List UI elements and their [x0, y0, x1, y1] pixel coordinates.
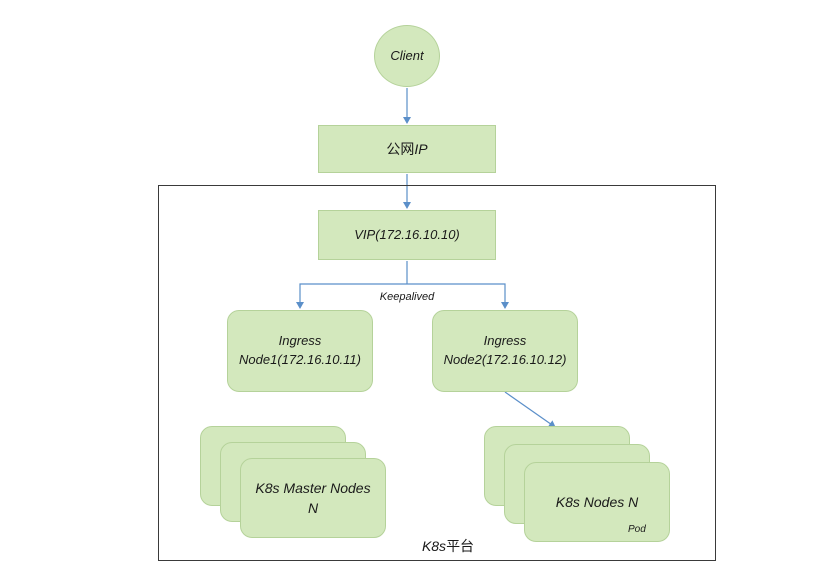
- ingress-node-2-line1: Ingress: [483, 333, 527, 349]
- client-label: Client: [390, 47, 424, 63]
- public-ip-label-suffix: IP: [414, 140, 428, 157]
- worker-nodes-stack-front: K8s Nodes N: [524, 462, 670, 542]
- worker-nodes-line1: K8s Nodes N: [555, 493, 639, 510]
- master-nodes-line1: K8s Master Nodes: [255, 479, 371, 496]
- ingress-node-1: Ingress Node1(172.16.10.11): [227, 310, 373, 392]
- client-node: Client: [374, 25, 440, 87]
- ingress-node-1-line2: Node1(172.16.10.11): [239, 352, 361, 367]
- public-ip-label-cjk: 公网: [386, 140, 415, 157]
- k8s-platform-frame: [158, 185, 716, 561]
- arrow-vip-to-ingress2: [407, 283, 509, 309]
- keepalived-label: Keepalived: [379, 291, 435, 303]
- vip-label: VIP(172.16.10.10): [354, 226, 460, 242]
- arrow-ingress2-to-nodes: [504, 391, 556, 428]
- arrow-vip-to-ingress1: [296, 283, 407, 309]
- ingress-node-1-line1: Ingress: [278, 333, 322, 349]
- k8s-platform-label-cjk: 平台: [446, 538, 475, 554]
- k8s-platform-label-prefix: K8s: [421, 538, 447, 554]
- k8s-platform-label: K8s平台: [398, 536, 498, 556]
- master-nodes-line2: N: [307, 500, 319, 516]
- ingress-node-2: Ingress Node2(172.16.10.12): [432, 310, 578, 392]
- pod-label: Pod: [628, 524, 646, 535]
- vip-node: VIP(172.16.10.10): [318, 210, 496, 260]
- ingress-node-2-line2: Node2(172.16.10.12): [443, 352, 567, 367]
- master-nodes-stack-front: K8s Master Nodes N: [240, 458, 386, 538]
